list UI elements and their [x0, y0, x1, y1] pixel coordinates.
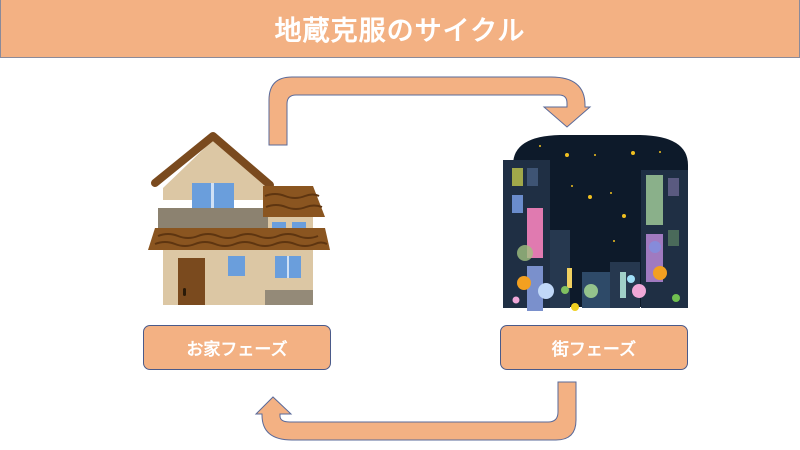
city-phase-box: 街フェーズ	[500, 325, 688, 370]
house-icon	[148, 132, 330, 305]
home-phase-label: お家フェーズ	[186, 340, 288, 360]
arrow-house-to-city	[268, 76, 592, 146]
arrow-city-to-house	[254, 381, 577, 441]
night-city-icon	[503, 135, 688, 311]
city-phase-label: 街フェーズ	[551, 340, 637, 360]
home-phase-box: お家フェーズ	[143, 325, 331, 370]
diagram-title: 地蔵克服のサイクル	[274, 16, 526, 47]
title-banner: 地蔵克服のサイクル	[0, 0, 800, 58]
